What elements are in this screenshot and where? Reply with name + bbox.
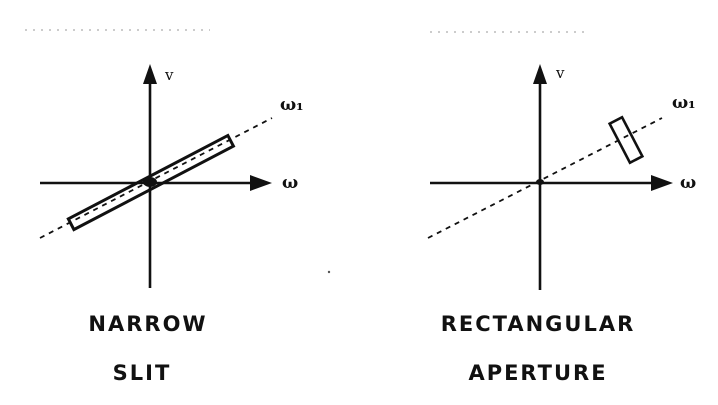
right-caption-line1: RECTANGULAR <box>441 312 636 336</box>
narrow-slit-panel: v ω ω₁ NARROW SLIT <box>39 64 304 385</box>
left-w-label: ω <box>282 173 298 193</box>
left-caption-line2: SLIT <box>113 361 172 385</box>
right-omega1-label: ω₁ <box>672 93 696 113</box>
right-w-label: ω <box>680 173 696 193</box>
left-v-arrowhead <box>143 64 157 84</box>
left-omega1-label: ω₁ <box>280 95 304 115</box>
right-v-label: v <box>555 64 565 82</box>
right-origin-dot <box>536 179 544 185</box>
left-w-arrowhead <box>250 175 272 191</box>
right-caption-line2: APERTURE <box>468 361 607 385</box>
right-omega1-line <box>427 117 663 239</box>
left-origin-dot <box>143 177 157 187</box>
left-caption-line1: NARROW <box>88 312 207 336</box>
left-v-label: v <box>164 66 174 84</box>
aperture-spectrum-bar <box>607 115 645 165</box>
rectangular-aperture-panel: v ω ω₁ RECTANGULAR APERTURE <box>427 64 696 385</box>
left-omega1-line <box>39 117 273 239</box>
right-w-arrowhead <box>651 175 673 191</box>
right-v-arrowhead <box>533 64 547 84</box>
scan-speck <box>327 270 331 274</box>
